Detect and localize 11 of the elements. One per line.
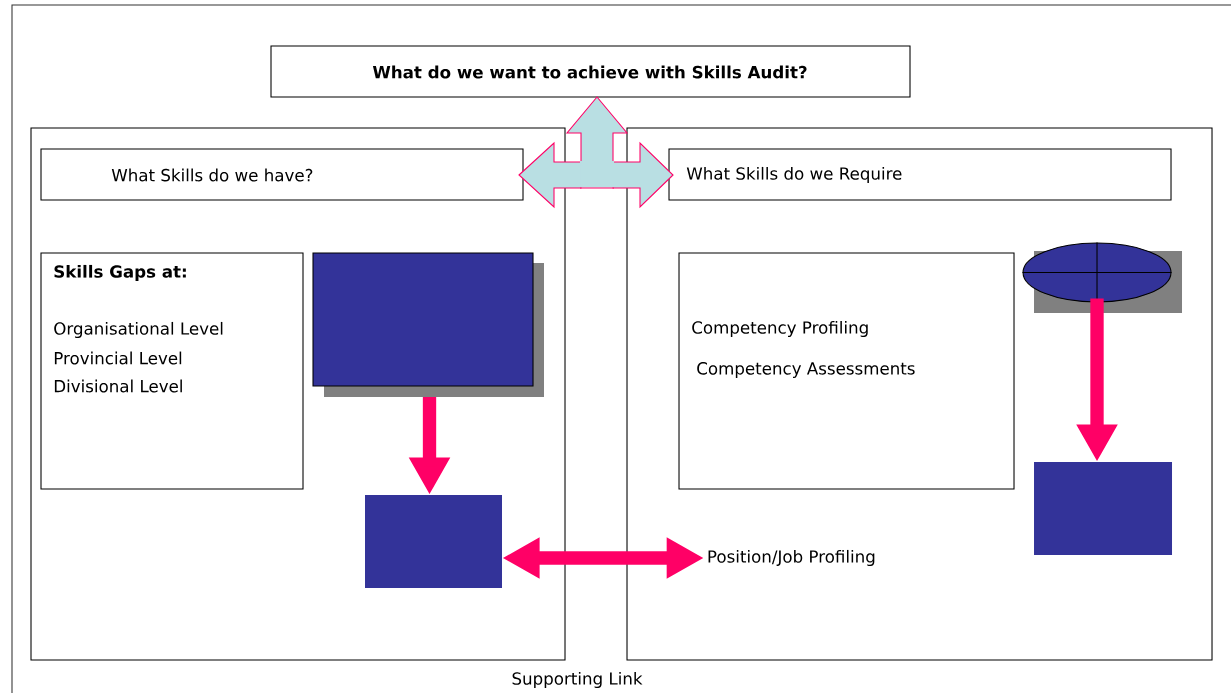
text-box: Skills Gaps at: Organisational Level Provincial Level Divisional Level	[40, 252, 304, 490]
heading-box: What Skills do we Require	[668, 148, 1172, 201]
heading-box: What Skills do we have?	[40, 148, 524, 201]
filled-rectangle	[1034, 462, 1172, 555]
text-box: Competency Profiling Competency Assessments	[678, 252, 1015, 490]
question-box: What do we want to achieve with Skills Audit?	[270, 45, 911, 98]
shaded-ellipse	[1021, 241, 1182, 313]
caption-text: Supporting Link	[512, 671, 643, 689]
filled-rectangle	[365, 495, 502, 588]
profiling-label: Position/Job Profiling	[708, 549, 875, 567]
shaded-rectangle	[312, 252, 544, 397]
